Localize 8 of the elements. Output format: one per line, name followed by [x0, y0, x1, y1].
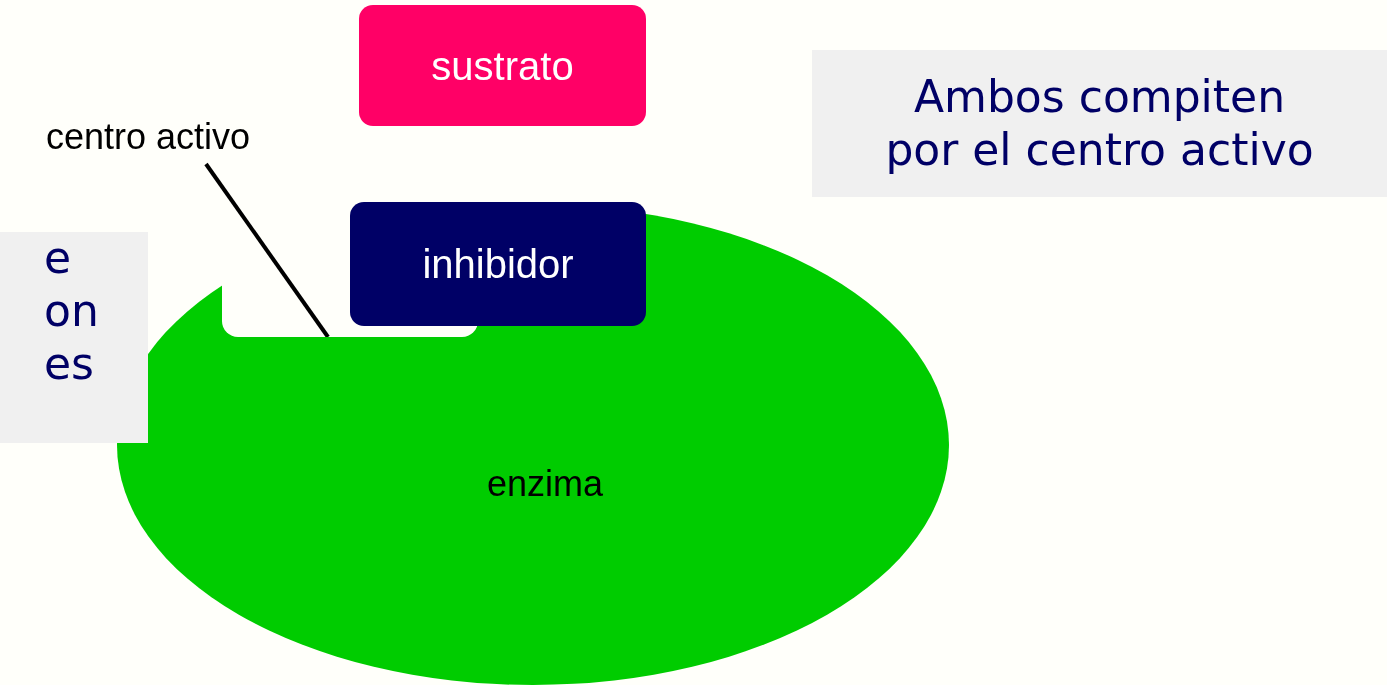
box-text: sustrato — [431, 42, 574, 90]
box-text: Ambos compiten por el centro activo — [884, 70, 1315, 177]
box-text: e on es — [44, 232, 100, 391]
box-text: inhibidor — [422, 241, 574, 288]
label-text: enzima — [487, 463, 604, 505]
substrate-box — [359, 5, 646, 126]
note-box — [0, 232, 148, 443]
label-text: centro activo — [45, 115, 251, 159]
